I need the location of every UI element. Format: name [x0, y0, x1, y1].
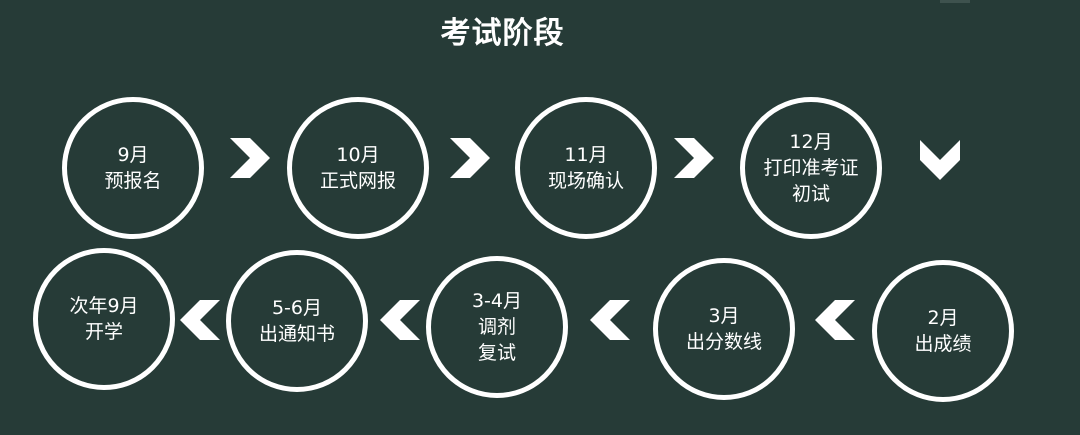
arrow-right-icon [446, 134, 494, 182]
top-edge-mark [940, 0, 970, 3]
stage-circle-7: 3-4月 调剂 复试 [426, 256, 568, 398]
stage-6-label: 出分数线 [685, 331, 762, 353]
stage-7-month: 3-4月 [471, 290, 523, 312]
stage-5-month: 2月 [927, 307, 959, 329]
arrow-right-icon [670, 134, 718, 182]
page-title: 考试阶段 [440, 16, 565, 51]
stage-circle-5: 2月 出成绩 [872, 260, 1014, 402]
stage-2-month: 10月 [336, 144, 380, 166]
stage-4-label: 打印准考证 [763, 157, 859, 179]
arrow-down-icon [916, 136, 964, 184]
stage-2-label: 正式网报 [319, 170, 396, 192]
stage-9-label: 开学 [84, 321, 123, 343]
stage-circle-3: 11月 现场确认 [515, 97, 657, 239]
stage-3-label: 现场确认 [547, 170, 624, 192]
stage-circle-4: 12月 打印准考证 初试 [740, 97, 882, 239]
stage-circle-8: 5-6月 出通知书 [226, 250, 368, 392]
stage-circle-2: 10月 正式网报 [287, 97, 429, 239]
stage-3-month: 11月 [564, 144, 608, 166]
arrow-left-icon [176, 296, 224, 344]
stage-5-label: 出成绩 [914, 333, 972, 355]
stage-1-month: 9月 [117, 144, 149, 166]
stage-7-label: 调剂 [477, 316, 516, 338]
arrow-left-icon [376, 296, 424, 344]
stage-8-month: 5-6月 [271, 297, 323, 319]
arrow-right-icon [226, 134, 274, 182]
stage-7-label-2: 复试 [477, 342, 516, 364]
stage-1-label: 预报名 [104, 170, 162, 192]
stage-circle-6: 3月 出分数线 [653, 258, 795, 400]
stage-6-month: 3月 [708, 305, 740, 327]
stage-circle-1: 9月 预报名 [62, 97, 204, 239]
stage-4-month: 12月 [789, 131, 833, 153]
stage-4-label-2: 初试 [791, 183, 830, 205]
arrow-left-icon [586, 296, 634, 344]
stage-8-label: 出通知书 [258, 323, 335, 345]
stage-9-month: 次年9月 [69, 295, 139, 317]
stage-circle-9: 次年9月 开学 [33, 248, 175, 390]
arrow-left-icon [811, 296, 859, 344]
